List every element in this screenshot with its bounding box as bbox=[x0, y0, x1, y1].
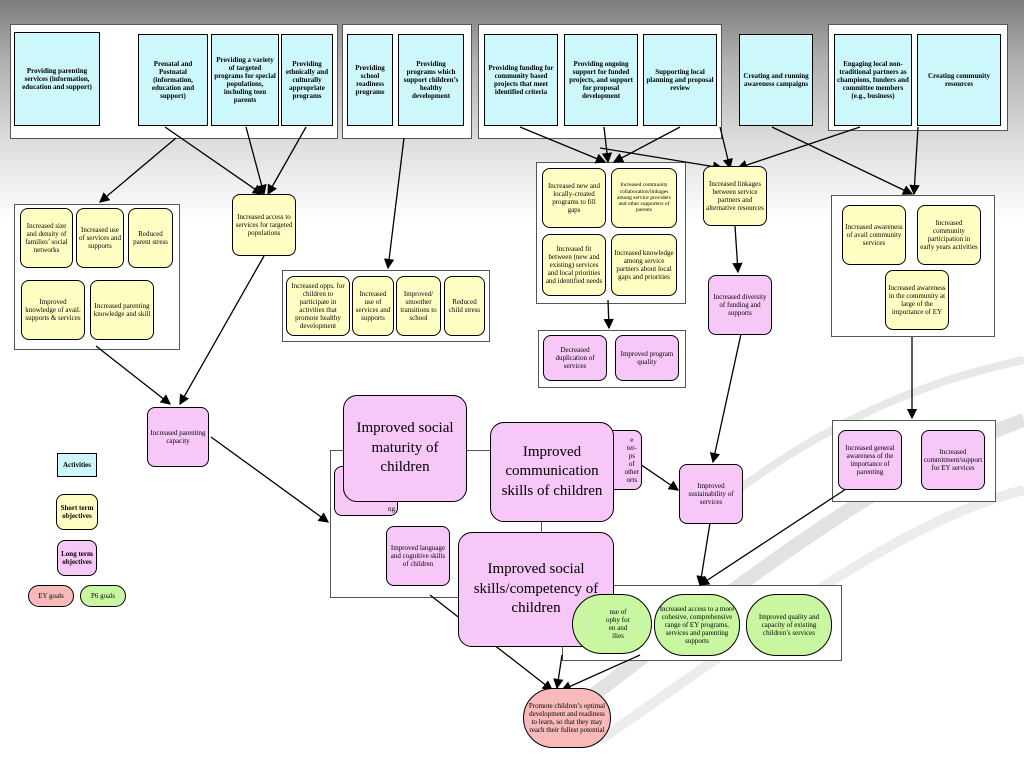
objective-use-of-services: Increased use of services and supports bbox=[76, 208, 124, 268]
legend-p6-goals: P6 goals bbox=[80, 585, 126, 607]
activity-prenatal-postnatal: Prenatal and Postnatal (information, edu… bbox=[138, 34, 208, 126]
objective-fit-services: Increased fit between (new and existing)… bbox=[542, 234, 606, 296]
objective-opps-children: Increased opps. for children to particip… bbox=[286, 276, 350, 336]
objective-language-cognitive: Improved language and cognitive skills o… bbox=[386, 526, 450, 586]
activity-community-funding: Providing funding for community based pr… bbox=[484, 34, 558, 126]
objective-knowledge-partners: Increased knowledge among service partne… bbox=[611, 234, 677, 296]
objective-awareness-services: Increased awareness of avail community s… bbox=[842, 205, 906, 265]
objective-funding-diversity: Increased diversity of funding and suppo… bbox=[708, 275, 772, 335]
legend-short-term: Short term objectives bbox=[56, 494, 98, 530]
activity-community-resources: Creating community resources bbox=[917, 34, 1001, 126]
objective-parenting-knowledge: Increased parenting knowledge and skill bbox=[90, 280, 154, 340]
objective-new-programs: Increased new and locally-created progra… bbox=[542, 168, 606, 228]
activity-ongoing-support: Providing ongoing support for funded pro… bbox=[564, 34, 638, 126]
objective-awareness-ey: Increased awareness in the community at … bbox=[885, 270, 949, 330]
activity-local-planning: Supporting local planning and proposal r… bbox=[643, 34, 717, 126]
activity-healthy-development: Providing programs which support childre… bbox=[398, 34, 464, 126]
legend-ey-goals: EY goals bbox=[28, 585, 74, 607]
objective-transitions-school: Improved/ smoother transitions to school bbox=[396, 276, 441, 336]
objective-parenting-capacity: Increased parenting capacity bbox=[147, 407, 209, 467]
activity-parenting-services: Providing parenting services (informatio… bbox=[14, 32, 100, 126]
activity-school-readiness: Providing school readiness programs bbox=[347, 34, 393, 126]
objective-reduced-child-stress: Reduced child stress bbox=[444, 276, 485, 336]
goal-quality-capacity: Improved quality and capacity of existin… bbox=[746, 594, 832, 656]
objective-program-quality: Improved program quality bbox=[615, 335, 679, 381]
objective-reduced-parent-stress: Reduced parent stress bbox=[128, 208, 173, 268]
objective-sustainability: Improved sustainability of services bbox=[679, 464, 743, 524]
objective-social-maturity: Improved social maturity of children bbox=[343, 395, 467, 502]
goal-optimal-development: Promote children’s optimal development a… bbox=[523, 688, 611, 748]
objective-decreased-duplication: Decreased duplication of services bbox=[543, 335, 607, 381]
objective-social-networks: Increased size and density of families’ … bbox=[20, 208, 73, 268]
objective-access-targeted: Increased access to services for targete… bbox=[232, 194, 296, 256]
objective-awareness-parenting: Increased general awareness of the impor… bbox=[838, 430, 902, 490]
goal-access-cohesive-range: Increased access to a more cohesive, com… bbox=[654, 594, 740, 656]
activity-culturally-appropriate: Providing ethnically and culturally appr… bbox=[281, 34, 333, 126]
activity-targeted-programs: Providing a variety of targeted programs… bbox=[211, 34, 279, 126]
activity-engaging-partners: Engaging local non-traditional partners … bbox=[834, 34, 912, 126]
objective-knowledge-supports: Improved knowledge of avail. supports & … bbox=[21, 280, 85, 340]
goal-sense-of-philosophy: nse of ophy for en and ilies bbox=[572, 594, 652, 654]
objective-linkages: Increased linkages between service partn… bbox=[703, 166, 767, 226]
objective-collaboration: Increased community collaboration/linkag… bbox=[611, 168, 677, 228]
legend-long-term: Long term objectives bbox=[57, 540, 97, 576]
objective-commitment-ey: Increased commitment/support for EY serv… bbox=[921, 430, 985, 490]
objective-community-participation: Increased community participation in ear… bbox=[917, 205, 981, 265]
objective-use-services-children: Increased use of services and supports bbox=[352, 276, 394, 336]
activity-awareness-campaigns: Creating and running awareness campaigns bbox=[739, 34, 813, 126]
objective-communication-skills: Improved communication skills of childre… bbox=[490, 422, 614, 522]
legend-activities: Activities bbox=[57, 453, 97, 477]
